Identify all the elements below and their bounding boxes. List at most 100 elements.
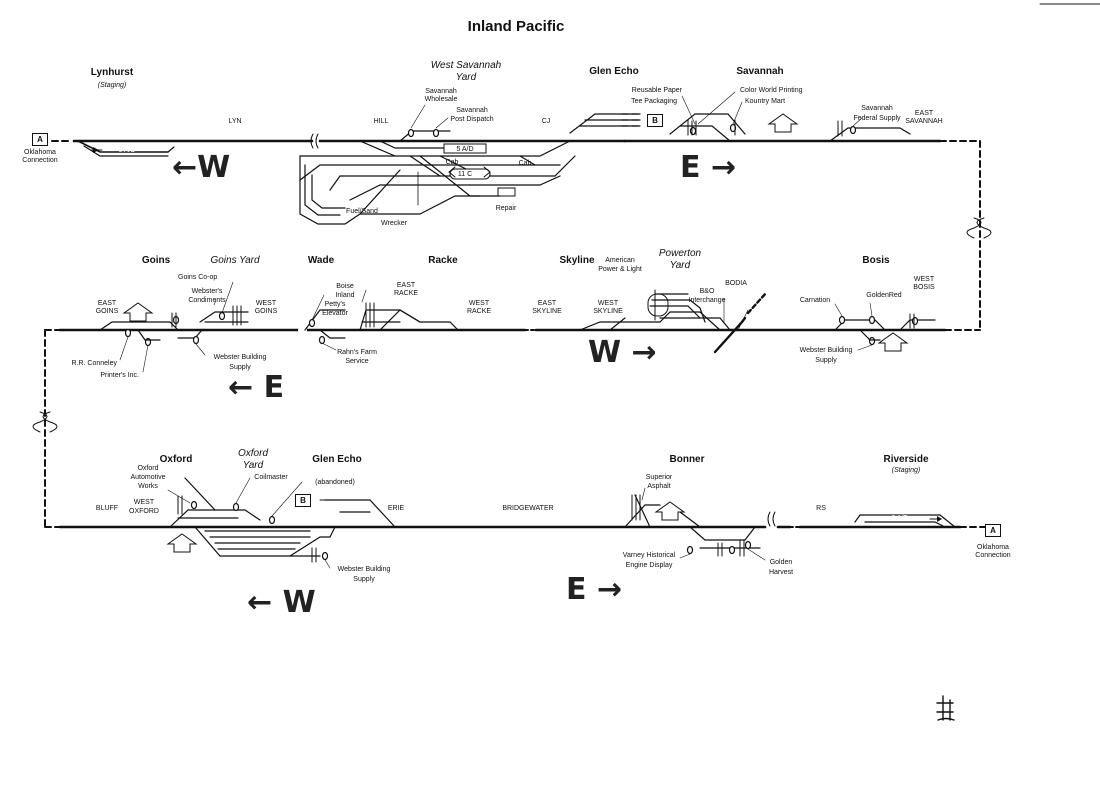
industry-inland: Inland (335, 292, 355, 299)
track-cab-1: Cab (445, 159, 459, 166)
track-lyn-8ad: 8 A/D (118, 147, 136, 154)
track-rs-8ad: 8 A/D (891, 515, 909, 522)
industry-websters-2: Condiments (188, 297, 226, 304)
riverside-staging-note: (Staging) (891, 467, 921, 474)
station-west-goins-1: WEST (255, 300, 277, 307)
town-glen-echo-top: Glen Echo (589, 66, 639, 77)
town-racke: Racke (428, 255, 458, 266)
industry-printers: Printer's Inc. (100, 372, 139, 379)
station-west-skyline-2: SKYLINE (593, 308, 623, 315)
industry-kountry-mart: Kountry Mart (745, 98, 786, 105)
lynhurst-staging-note: (Staging) (97, 82, 127, 89)
industry-wrecker: Wrecker (381, 220, 407, 227)
connection-label-left: Connection (22, 157, 58, 164)
direction-row3-west: ← W (247, 585, 316, 620)
station-east-racke-2: RACKE (393, 290, 419, 297)
station-west-racke-1: WEST (468, 300, 490, 307)
town-goins: Goins (141, 255, 171, 266)
industry-color-world-printing: Color World Printing (740, 87, 803, 94)
industry-post-dispatch-1: Savannah (456, 107, 488, 114)
industry-goins-coop: Goins Co-op (178, 274, 218, 281)
row1-industry-spurs (399, 104, 451, 142)
station-east-skyline-1: EAST (537, 300, 557, 307)
industry-webster-building-oxford-2: Supply (353, 576, 375, 583)
station-east-savannah-2: SAVANNAH (905, 118, 943, 125)
industry-rr-conneley: R.R. Conneley (71, 360, 117, 367)
station-east-racke-1: EAST (396, 282, 416, 289)
savannah-east-spur (829, 117, 911, 142)
station-west-skyline-1: WEST (597, 300, 619, 307)
lynhurst-staging (77, 140, 175, 157)
connection-box-a-right: A (985, 524, 1001, 537)
connection-box-b-top: B (647, 114, 663, 127)
industry-golden: Golden (769, 559, 793, 566)
direction-row1-west: ←W (172, 150, 231, 185)
industry-carnation: Carnation (799, 297, 831, 304)
direction-row1-east: E → (680, 150, 737, 185)
industry-repair: Repair (495, 205, 517, 212)
industry-webster-building-2: Supply (229, 364, 251, 371)
industry-superior: Superior (645, 474, 673, 481)
west-savannah-yard (299, 140, 576, 225)
direction-row3-east: E → (566, 572, 623, 607)
connection-box-b-bottom: B (295, 494, 311, 507)
industry-oxford-auto-3: Works (138, 483, 158, 490)
industry-rahns-2: Service (345, 358, 369, 365)
town-lynhurst: Lynhurst (90, 67, 134, 78)
track-11c: 11 C (457, 171, 473, 178)
town-riverside: Riverside (883, 454, 929, 465)
page-title: Inland Pacific (467, 18, 565, 35)
connection-box-a-left: A (32, 133, 48, 146)
town-bonner: Bonner (669, 454, 705, 465)
industry-oxford-auto-2: Automotive (130, 474, 166, 481)
industry-savannah-federal-2: Federal Supply (853, 115, 901, 122)
industry-webster-building-1: Webster Building (213, 354, 267, 361)
industry-fuel-sand: Fuel/Sand (346, 208, 378, 215)
row3-spurs (167, 477, 956, 569)
industry-rahns-1: Rahn's Farm (337, 349, 377, 356)
station-bluff: BLUFF (95, 505, 119, 512)
station-erie: ERIE (387, 505, 405, 512)
station-west-oxford-1: WEST (133, 499, 155, 506)
station-west-racke-2: RACKE (466, 308, 492, 315)
station-east-savannah-1: EAST (914, 110, 934, 117)
town-glen-echo-bottom: Glen Echo (312, 454, 362, 465)
industry-post-dispatch-2: Post Dispatch (450, 116, 494, 123)
oklahoma-label-right: Oklahoma (977, 544, 1009, 551)
industry-savannah-wholesale-1: Savannah (425, 88, 457, 95)
yard-oxford-line1: Oxford (237, 448, 269, 459)
industry-elevator: Elevator (322, 310, 348, 317)
station-cj: CJ (541, 118, 551, 125)
station-east-goins-1: EAST (97, 300, 117, 307)
row3-mainline (58, 511, 986, 529)
direction-row2-east: ← E (228, 370, 285, 405)
town-skyline: Skyline (559, 255, 595, 266)
industry-savannah-wholesale-2: Wholesale (424, 96, 458, 103)
industry-varney-1: Varney Historical (622, 552, 676, 559)
station-rs: RS (816, 505, 826, 512)
town-savannah: Savannah (736, 66, 784, 77)
house-symbols (122, 113, 909, 553)
glen-echo-top-spurs (569, 91, 746, 142)
station-west-bosis-2: BOSIS (913, 284, 935, 291)
station-hill: HILL (373, 118, 389, 125)
station-east-goins-2: GOINS (95, 308, 119, 315)
industry-interchange: Interchange (688, 297, 726, 304)
yard-powerton-line1: Powerton (658, 248, 702, 259)
industry-websters-1: Webster's (191, 288, 223, 295)
station-bodia: BODIA (725, 280, 747, 287)
industry-savannah-federal-1: Savannah (861, 105, 893, 112)
yard-west-savannah-line1: West Savannah (430, 60, 502, 71)
town-oxford: Oxford (159, 454, 193, 465)
yard-powerton-line2: Yard (669, 260, 691, 271)
town-wade: Wade (307, 255, 335, 266)
industry-abandoned: (abandoned) (315, 479, 355, 486)
station-west-oxford-2: OXFORD (129, 508, 159, 515)
industry-varney-2: Engine Display (625, 562, 673, 569)
station-east-skyline-2: SKYLINE (532, 308, 562, 315)
industry-oxford-auto-1: Oxford (137, 465, 159, 472)
town-bosis: Bosis (862, 255, 890, 266)
industry-harvest: Harvest (768, 569, 794, 576)
station-lyn: LYN (228, 118, 242, 125)
industry-webster-building-oxford-1: Webster Building (337, 566, 391, 573)
